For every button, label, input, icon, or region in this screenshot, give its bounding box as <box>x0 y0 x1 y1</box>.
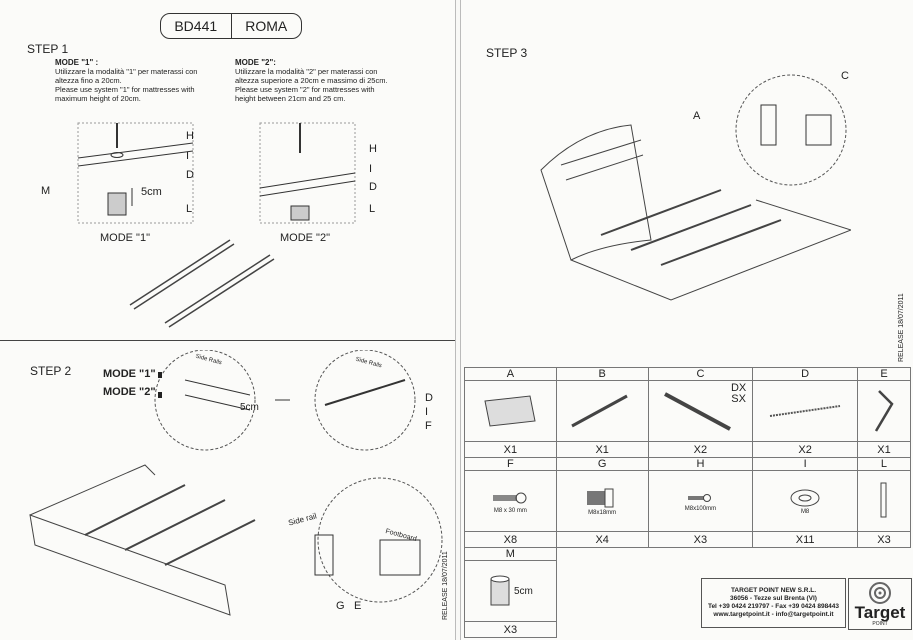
part-d-rod-image <box>752 380 858 442</box>
mode2-line: height between 21cm and 25 cm. <box>235 94 346 103</box>
callout-h: H <box>186 130 194 142</box>
part-qty: X4 <box>555 531 649 548</box>
mode2-label: MODE "2" <box>103 386 156 398</box>
mode2-description: MODE "2": Utilizzare la modalità "2" per… <box>235 58 388 103</box>
part-qty: X3 <box>464 621 557 638</box>
company-name: TARGET POINT NEW S.R.L. <box>730 587 817 594</box>
mode2-line: altezza superiore a 20cm e massimo di 25… <box>235 76 388 85</box>
callout-e: E <box>354 600 362 612</box>
callout-d: D <box>369 181 377 193</box>
left-page: BD441 ROMA STEP 1 MODE "1" : Utilizzare … <box>0 0 456 640</box>
part-qty: X2 <box>752 441 858 458</box>
frame-illustration <box>29 464 443 616</box>
mode2-line: Please use system "2" for mattresses wit… <box>235 85 375 94</box>
step1-label: STEP 1 <box>27 42 69 56</box>
part-g-bolt-icon: M8x18mm <box>555 470 649 532</box>
part-b-slat-image <box>555 380 649 442</box>
part-qty: X1 <box>856 441 912 458</box>
part-id: E <box>856 367 912 381</box>
part-i-washer-icon: M8 <box>752 470 858 532</box>
product-code: BD441 <box>161 14 232 38</box>
mode1-caption: MODE "1" <box>100 232 150 244</box>
company-phone: Tel +39 0424 219797 - Fax +39 0424 89844… <box>707 603 840 610</box>
release-date: RELEASE 18/07/2011 <box>442 551 449 620</box>
callout-a: A <box>693 110 701 122</box>
callout-d: D <box>425 392 433 404</box>
logo-text: Target <box>854 603 906 622</box>
step2-label: STEP 2 <box>30 364 72 378</box>
callout-c: C <box>841 70 849 82</box>
target-point-logo: Target POINT <box>848 578 912 630</box>
bed-illustration <box>540 74 851 301</box>
callout-f: F <box>425 420 432 432</box>
callout-i: I <box>425 406 429 418</box>
part-id: G <box>555 457 649 471</box>
step3-label: STEP 3 <box>486 46 528 60</box>
part-qty: X3 <box>647 531 754 548</box>
part-id: L <box>856 457 912 471</box>
callout-i: I <box>369 163 373 175</box>
part-size: M8x100mm <box>684 506 717 512</box>
part-c-note: DX SX <box>730 382 747 405</box>
part-id: M <box>464 547 557 561</box>
part-size: M8 x 30 mm <box>493 508 527 514</box>
mode1-line: altezza fino a 20cm. <box>55 76 122 85</box>
callout-d: D <box>186 169 194 181</box>
step2-detail-circles <box>154 350 416 451</box>
part-size: 5cm <box>513 585 533 597</box>
part-id: I <box>752 457 858 471</box>
mode2-title: MODE "2": <box>235 58 276 67</box>
product-name: ROMA <box>245 18 288 34</box>
mode1-line: maximum height of 20cm. <box>55 94 141 103</box>
part-id: B <box>555 367 649 381</box>
callout-m: M <box>41 185 51 197</box>
company-info: TARGET POINT NEW S.R.L. 36056 - Tezze su… <box>701 578 846 628</box>
part-h-bolt-icon: M8x100mm <box>647 470 754 532</box>
callout-h: H <box>369 143 377 155</box>
right-page: STEP 3 A C RELEASE 18/07/2011 A B C D E … <box>460 0 913 640</box>
product-title-box: BD441 ROMA <box>160 13 302 39</box>
part-c-side-rail-image: DX SX <box>647 380 754 442</box>
part-size: M8x18mm <box>588 510 617 516</box>
mode2-line: Utilizzare la modalità "2" per materassi… <box>235 67 378 76</box>
part-id: C <box>647 367 754 381</box>
release-date: RELEASE 18/07/2011 <box>898 293 905 362</box>
part-id: D <box>752 367 858 381</box>
step2-height: 5cm <box>240 402 259 413</box>
parts-table: A B C D E DX SX X1 X1 X2 X2 X1 F G H I L… <box>464 367 912 638</box>
logo-subtext: POINT <box>872 621 888 627</box>
part-m-foot-image: 5cm <box>464 560 557 622</box>
mode1-label: MODE "1" <box>103 368 156 380</box>
mode2-caption: MODE "2" <box>280 232 330 244</box>
part-qty: X2 <box>647 441 754 458</box>
divider <box>0 340 455 341</box>
callout-i: I <box>186 150 190 162</box>
mode2-diagram <box>259 122 356 224</box>
part-qty: X8 <box>464 531 557 548</box>
callout-l: L <box>186 203 193 215</box>
company-address: 36056 - Tezze sul Brenta (VI) <box>730 595 817 602</box>
part-f-bolt-icon: M8 x 30 mm <box>464 470 557 532</box>
part-id: H <box>647 457 754 471</box>
callout-g: G <box>336 600 345 612</box>
part-qty: X1 <box>555 441 649 458</box>
mode1-line: Please use system "1" for mattresses wit… <box>55 85 195 94</box>
mode1-diagram <box>77 122 194 224</box>
part-qty: X1 <box>464 441 557 458</box>
company-web: www.targetpoint.it - info@targetpoint.it <box>713 611 834 618</box>
mode1-description: MODE "1" : Utilizzare la modalità "1" pe… <box>55 58 197 103</box>
part-qty: X11 <box>752 531 858 548</box>
part-qty: X3 <box>856 531 912 548</box>
part-e-allen-key-icon <box>856 380 912 442</box>
callout-l: L <box>369 203 376 215</box>
mode1-title: MODE "1" : <box>55 58 99 67</box>
rails-illustration <box>129 239 275 328</box>
mode1-height: 5cm <box>141 186 162 198</box>
part-id: A <box>464 367 557 381</box>
part-id: F <box>464 457 557 471</box>
mode1-line: Utilizzare la modalità "1" per materassi… <box>55 67 198 76</box>
part-l-dowel-icon <box>856 470 912 532</box>
part-a-headboard-image <box>464 380 557 442</box>
part-size: M8 <box>800 509 810 515</box>
